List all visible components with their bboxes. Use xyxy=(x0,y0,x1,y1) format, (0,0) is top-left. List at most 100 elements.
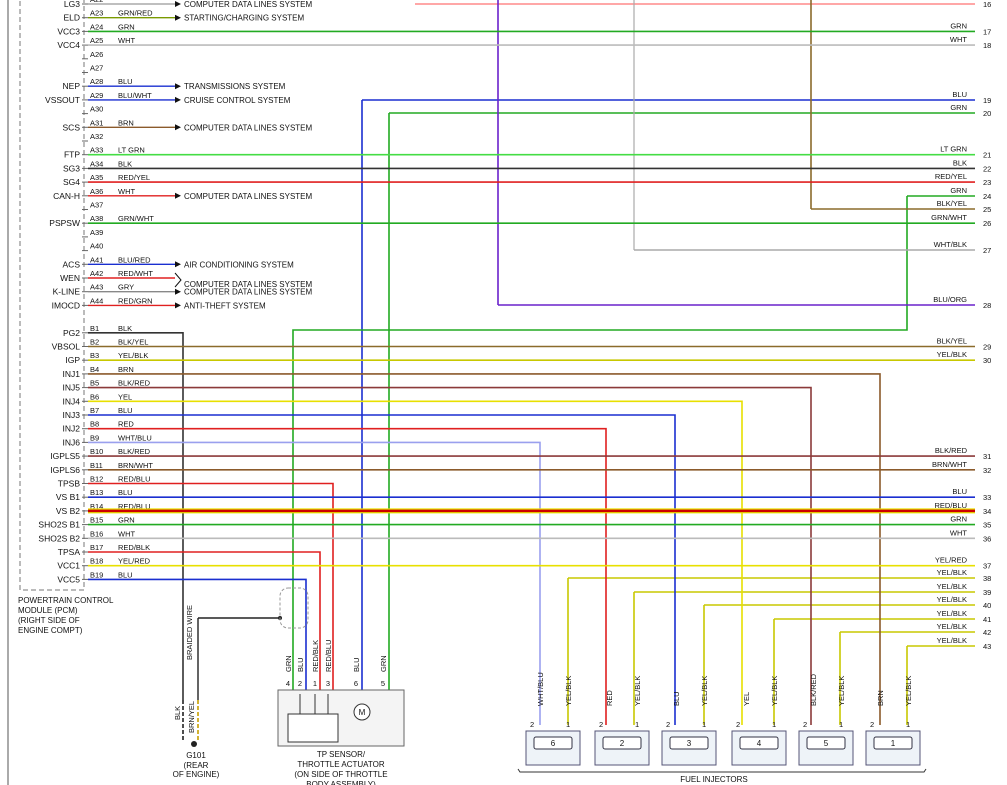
wire-B1 xyxy=(88,331,184,700)
pcm-pin: A42 xyxy=(90,269,103,278)
right-color-label: BLK/RED xyxy=(935,446,968,455)
arrow-icon xyxy=(175,1,181,7)
ground-brnyel-label: BRN/YEL xyxy=(187,701,196,733)
tp-pin-number: 4 xyxy=(286,679,290,688)
wire-number: 22 xyxy=(983,164,991,173)
injector-pin-1: 1 xyxy=(566,720,570,729)
tp-pin-number: 6 xyxy=(354,679,358,688)
wire-color: GRN xyxy=(118,516,135,525)
pcm-pin: A34 xyxy=(90,159,103,168)
right-color-label: RED/YEL xyxy=(935,172,967,181)
wire-number: 37 xyxy=(983,562,991,571)
arrow-icon xyxy=(175,192,181,199)
wire-color: RED/BLK xyxy=(118,543,150,552)
injector-pin-1: 1 xyxy=(772,720,776,729)
pcm-signal: WEN xyxy=(60,273,80,283)
ground-icon xyxy=(191,741,197,747)
tp-caption: (ON SIDE OF THROTTLE xyxy=(294,770,387,779)
wire-number: 29 xyxy=(983,343,991,352)
pcm-signal: SG3 xyxy=(63,163,80,173)
wire-B6 xyxy=(88,400,743,725)
right-color-label: YEL/BLK xyxy=(937,636,967,645)
pcm-signal: INJ2 xyxy=(63,424,81,434)
pcm-pin: B6 xyxy=(90,392,99,401)
right-color-label: LT GRN xyxy=(940,145,967,154)
pcm-pin: A31 xyxy=(90,118,103,127)
ground-location: OF ENGINE) xyxy=(173,770,220,779)
ground-name: G101 xyxy=(186,751,206,760)
pcm-signal: INJ1 xyxy=(63,369,81,379)
right-color-label: YEL/BLK xyxy=(937,622,967,631)
right-color-label: GRN xyxy=(950,186,967,195)
pcm-pin: A23 xyxy=(90,9,103,18)
pcm-signal: IGPLS5 xyxy=(50,451,80,461)
pcm-pin: A36 xyxy=(90,187,103,196)
pcm-pin: B19 xyxy=(90,570,103,579)
wire-number: 34 xyxy=(983,507,991,516)
wire-color: GRN xyxy=(118,22,135,31)
arrow-icon xyxy=(175,261,181,268)
fuel-injector-coil xyxy=(602,736,642,750)
pcm-caption: (RIGHT SIDE OF xyxy=(18,616,80,625)
fuel-injector-id: 5 xyxy=(824,739,829,748)
pcm-signal: VBSOL xyxy=(52,342,81,352)
pcm-pin: B10 xyxy=(90,447,103,456)
injector-wire-2-color: BLK/RED xyxy=(809,673,818,706)
injector-wire-1-color: YEL/BLK xyxy=(700,676,709,706)
wire-color: BRN xyxy=(118,365,134,374)
right-color-label: BLK/YEL xyxy=(937,337,967,346)
pcm-signal: NEP xyxy=(63,81,81,91)
system-label: COMPUTER DATA LINES SYSTEM xyxy=(184,192,313,201)
wire-color: RED/BLU xyxy=(118,502,151,511)
injector-wire-1-color: YEL/BLK xyxy=(564,676,573,706)
pcm-pin: A22 xyxy=(90,0,103,4)
wire-color: WHT xyxy=(118,529,135,538)
wire-number: 19 xyxy=(983,96,991,105)
pcm-signal: INJ3 xyxy=(63,410,81,420)
arrow-icon xyxy=(175,288,181,295)
pcm-pin: B2 xyxy=(90,338,99,347)
tp-pin-color: BLU xyxy=(352,657,361,672)
wire-color: GRY xyxy=(118,283,134,292)
wire-B4 xyxy=(88,373,881,725)
wire-color: BRN xyxy=(118,118,134,127)
wire-number: 27 xyxy=(983,246,991,255)
wire-number: 18 xyxy=(983,41,991,50)
tp-pin-number: 5 xyxy=(381,679,385,688)
injector-wire-2-color: BLU xyxy=(672,691,681,706)
fuel-injector-id: 3 xyxy=(687,739,692,748)
injectors-bracket xyxy=(517,768,927,773)
system-label: COMPUTER DATA LINES SYSTEM xyxy=(184,123,313,132)
arrow-icon xyxy=(175,124,181,131)
motor-icon xyxy=(353,703,371,721)
injector-pin-2: 2 xyxy=(666,720,670,729)
injector-wire-2-color: YEL xyxy=(742,692,751,706)
right-color-label: YEL/BLK xyxy=(937,609,967,618)
right-color-label: GRN/WHT xyxy=(931,213,967,222)
wire-color: BLU/RED xyxy=(118,255,151,264)
right-color-label: WHT xyxy=(950,528,967,537)
wire-color: GRN/RED xyxy=(118,9,153,18)
arrow-icon xyxy=(175,14,181,21)
pcm-signal: VCC3 xyxy=(57,26,80,36)
pcm-pin: B12 xyxy=(90,475,103,484)
wire-B19 xyxy=(88,578,307,690)
right-color-label: WHT/BLK xyxy=(934,240,967,249)
right-color-label: BLK xyxy=(953,158,967,167)
injector-pin-2: 2 xyxy=(870,720,874,729)
shield-outline xyxy=(279,587,309,629)
fuel-injector-id: 2 xyxy=(620,739,625,748)
pcm-signal: SCS xyxy=(63,122,81,132)
injector-wire-1-color: YEL/BLK xyxy=(770,676,779,706)
pcm-pin: A28 xyxy=(90,77,103,86)
pcm-pin: A24 xyxy=(90,22,103,31)
wire-color: BLK xyxy=(118,159,132,168)
pcm-signal: VCC1 xyxy=(57,561,80,571)
tp-pin-number: 3 xyxy=(326,679,330,688)
right-color-label: RED/BLU xyxy=(934,501,967,510)
wire-color: RED/BLU xyxy=(118,475,151,484)
pcm-pin: B14 xyxy=(90,502,103,511)
system-label: STARTING/CHARGING SYSTEM xyxy=(184,14,304,23)
braided-wire-label: BRAIDED WIRE xyxy=(185,605,194,660)
